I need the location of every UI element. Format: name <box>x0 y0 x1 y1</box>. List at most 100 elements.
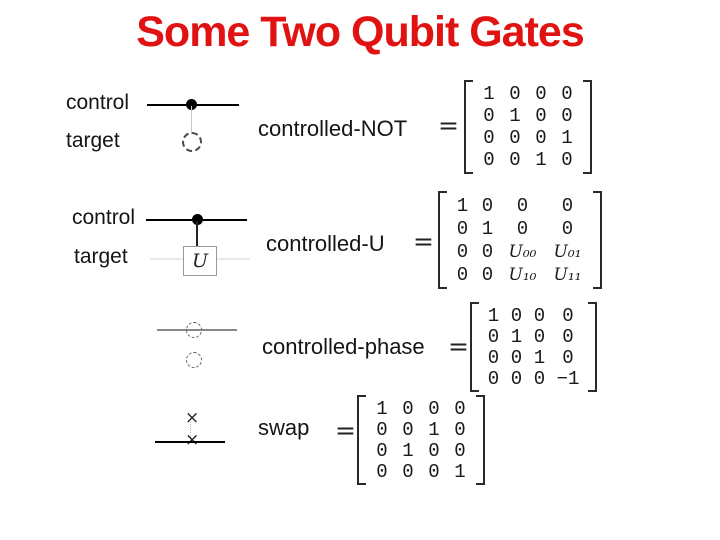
row1-gate-label: controlled-NOT <box>258 116 408 141</box>
row2-link-line <box>196 221 198 247</box>
left-bracket <box>357 395 366 485</box>
matrix-cell: 0 <box>428 439 440 462</box>
matrix-cell: 0 <box>509 127 521 149</box>
matrix-cell: 0 <box>516 194 529 217</box>
matrix-cell: 0 <box>535 105 547 127</box>
matrix-cell: 0 <box>561 105 573 127</box>
row2-equals-sign: = <box>413 227 434 256</box>
row3-phase-circle-bottom-icon <box>186 352 202 368</box>
matrix-cell: 0 <box>483 127 495 149</box>
matrix-cell: 0 <box>561 83 573 105</box>
right-bracket <box>593 191 602 289</box>
matrix-cell: 0 <box>402 397 414 420</box>
matrix-cell: 0 <box>481 263 494 286</box>
matrix-cell: 0 <box>376 418 388 441</box>
matrix-cell: U₀₀ <box>508 241 537 262</box>
matrix-cell: 0 <box>376 460 388 483</box>
matrix-cell: 0 <box>376 439 388 462</box>
matrix-cell: 1 <box>456 194 469 217</box>
matrix-cell: 0 <box>487 325 500 348</box>
matrix-cell: 0 <box>562 346 574 369</box>
matrix-cell: 0 <box>456 263 469 286</box>
page-title: Some Two Qubit Gates <box>136 8 584 56</box>
matrix-cell: 0 <box>454 439 466 462</box>
matrix-cell: 1 <box>535 149 547 171</box>
row2-control-label: control <box>72 206 136 229</box>
matrix-cell: 0 <box>516 217 529 240</box>
row2-control-dot-icon <box>192 214 203 225</box>
matrix-cell: 0 <box>481 194 494 217</box>
left-bracket <box>470 302 479 392</box>
row1-target-circle-icon <box>182 132 202 152</box>
matrix-cell: 0 <box>561 149 573 171</box>
row1-control-label: control <box>66 91 130 114</box>
matrix-cell: 0 <box>428 460 440 483</box>
matrix-cell: 1 <box>376 397 388 420</box>
matrix-cell: U₀₁ <box>553 241 582 262</box>
row1-control-dot-icon <box>186 99 197 110</box>
row4-link-line <box>190 422 191 441</box>
matrix-cell: 1 <box>487 304 500 327</box>
matrix-cell: 0 <box>533 367 546 390</box>
matrix-cell: 0 <box>533 325 546 348</box>
matrix-cell: 0 <box>487 346 500 369</box>
matrix-cell: 0 <box>535 127 547 149</box>
row1-link-line <box>191 106 192 134</box>
row2-target-label: target <box>74 245 128 268</box>
row1-equals-sign: = <box>438 111 459 140</box>
matrix-cell: 0 <box>483 105 495 127</box>
matrix-cell: 1 <box>510 325 523 348</box>
row4-gate-label: swap <box>258 415 310 440</box>
matrix-cell: U₁₁ <box>553 264 582 285</box>
matrix-cell: U₁₀ <box>508 264 537 285</box>
row4-equals-sign: = <box>335 416 356 445</box>
matrix-cell: 1 <box>428 418 440 441</box>
matrix-cell: 1 <box>561 127 573 149</box>
row3-phase-circle-top-icon <box>186 322 202 338</box>
matrix-cell: 0 <box>533 304 546 327</box>
matrix-cell: 1 <box>483 83 495 105</box>
matrix-cell: 0 <box>402 418 414 441</box>
right-bracket <box>583 80 592 174</box>
matrix-cell: 0 <box>456 240 469 263</box>
matrix-cell: 0 <box>454 418 466 441</box>
matrix-cell: −1 <box>556 367 580 390</box>
row4-swap-cross-top-icon: × <box>185 408 200 428</box>
row2-gate-label: controlled-U <box>266 231 385 256</box>
matrix-cell: 0 <box>456 217 469 240</box>
row3-gate-label: controlled-phase <box>262 334 425 359</box>
matrix-cell: 0 <box>562 304 574 327</box>
right-bracket <box>588 302 597 392</box>
right-bracket <box>476 395 485 485</box>
matrix-cell: 0 <box>454 397 466 420</box>
matrix-cell: 0 <box>428 397 440 420</box>
matrix-cell: 1 <box>533 346 546 369</box>
left-bracket <box>438 191 447 289</box>
matrix-cell: 0 <box>481 240 494 263</box>
matrix-cell: 0 <box>483 149 495 171</box>
matrix-cell: 0 <box>509 83 521 105</box>
matrix-cell: 1 <box>454 460 466 483</box>
left-bracket <box>464 80 473 174</box>
matrix-cell: 1 <box>509 105 521 127</box>
matrix-cell: 0 <box>535 83 547 105</box>
row4-bottom-wire <box>155 441 225 443</box>
row4-swap-cross-bottom-icon: × <box>185 430 200 450</box>
matrix-cell: 1 <box>402 439 414 462</box>
matrix-cell: 0 <box>561 194 574 217</box>
matrix-cell: 1 <box>481 217 494 240</box>
matrix-cell: 0 <box>509 149 521 171</box>
row3-equals-sign: = <box>448 332 469 361</box>
matrix-cell: 0 <box>562 325 574 348</box>
matrix-cell: 0 <box>510 346 523 369</box>
row2-u-gate-box: U <box>183 246 217 276</box>
matrix-cell: 0 <box>510 367 523 390</box>
row1-target-label: target <box>66 129 120 152</box>
matrix-cell: 0 <box>402 460 414 483</box>
matrix-cell: 0 <box>561 217 574 240</box>
